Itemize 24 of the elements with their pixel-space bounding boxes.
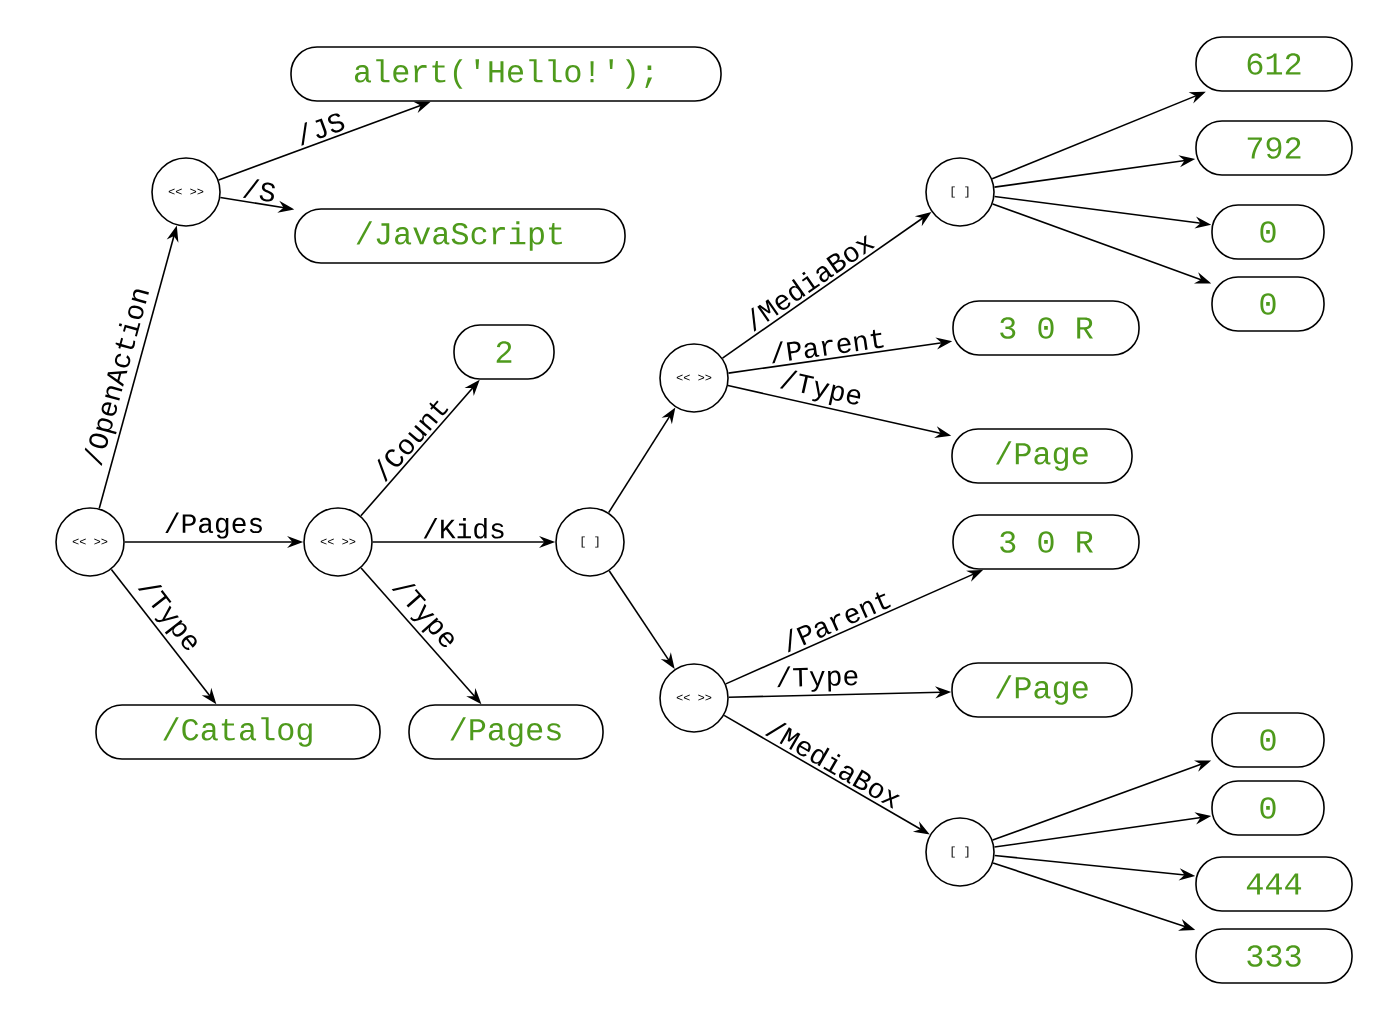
value-box: /Page — [951, 662, 1133, 718]
value-box: 792 — [1195, 120, 1353, 176]
edge-label: /JS — [301, 113, 345, 146]
value-box: 0 — [1211, 204, 1325, 260]
value-box: 0 — [1211, 780, 1325, 836]
value-box: /JavaScript — [294, 208, 626, 264]
edge-label: /Parent — [772, 329, 884, 364]
edge-label: /Pages — [165, 512, 262, 539]
value-box: alert('Hello!'); — [290, 46, 722, 102]
edge-label: /Type — [777, 666, 858, 692]
value-box: /Catalog — [95, 704, 381, 760]
value-box: 3 0 R — [952, 300, 1140, 356]
value-box: 0 — [1211, 712, 1325, 768]
value-box: 444 — [1195, 856, 1353, 912]
edge-label: /Type — [779, 370, 861, 406]
value-box: /Pages — [408, 704, 604, 760]
edge-label: /S — [242, 179, 275, 202]
value-box: /Page — [951, 428, 1133, 484]
value-box: 333 — [1195, 928, 1353, 984]
value-box: 0 — [1211, 276, 1325, 332]
value-box: 2 — [453, 324, 555, 380]
edge-label: /Kids — [423, 518, 504, 539]
value-box: 3 0 R — [952, 514, 1140, 570]
value-box: 612 — [1195, 36, 1353, 92]
